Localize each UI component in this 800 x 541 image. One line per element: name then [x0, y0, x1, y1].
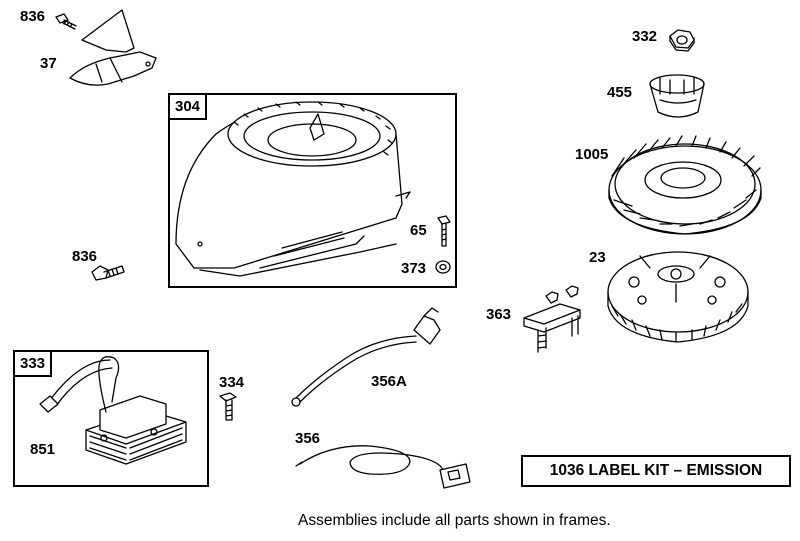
ignition-coil-333-illustration: [39, 356, 187, 465]
label-334: 334: [219, 374, 245, 391]
label-kit-box: 1036 LABEL KIT – EMISSION: [521, 455, 791, 487]
label-356: 356: [295, 430, 321, 447]
flywheel-23-illustration: [607, 251, 749, 343]
label-37: 37: [40, 55, 57, 72]
fan-1005-illustration: [608, 135, 762, 235]
nut-373-illustration: [435, 260, 451, 274]
label-455: 455: [607, 84, 633, 101]
label-836-mid: 836: [72, 248, 98, 265]
label-356a: 356A: [371, 373, 407, 390]
ground-wire-356a-illustration: [291, 307, 441, 407]
label-363: 363: [486, 306, 512, 323]
label-kit-text: 1036 LABEL KIT – EMISSION: [549, 462, 763, 479]
footnote: Assemblies include all parts shown in fr…: [298, 512, 611, 529]
ignition-wire-356-illustration: [295, 445, 471, 489]
frame-304-tag: 304: [170, 95, 208, 120]
bolt-836-mid-illustration: [91, 265, 125, 281]
label-332: 332: [632, 28, 658, 45]
label-836-top: 836: [20, 8, 46, 25]
label-1005: 1005: [575, 146, 609, 163]
bracket-363-illustration: [523, 285, 581, 353]
frame-333: 333: [13, 350, 209, 487]
frame-333-tag: 333: [15, 352, 53, 377]
screw-334-illustration: [219, 392, 237, 421]
label-65: 65: [410, 222, 427, 239]
blower-housing-304-illustration: [175, 101, 411, 277]
frame-304: 304: [168, 93, 457, 288]
label-373: 373: [401, 260, 427, 277]
cup-455-illustration: [649, 74, 705, 118]
bolt-65-illustration: [437, 215, 451, 247]
nut-332-illustration: [669, 29, 695, 52]
label-23: 23: [589, 249, 606, 266]
shield-37-illustration: [69, 9, 157, 86]
label-851: 851: [30, 441, 56, 458]
screw-836-top-illustration: [55, 13, 77, 30]
